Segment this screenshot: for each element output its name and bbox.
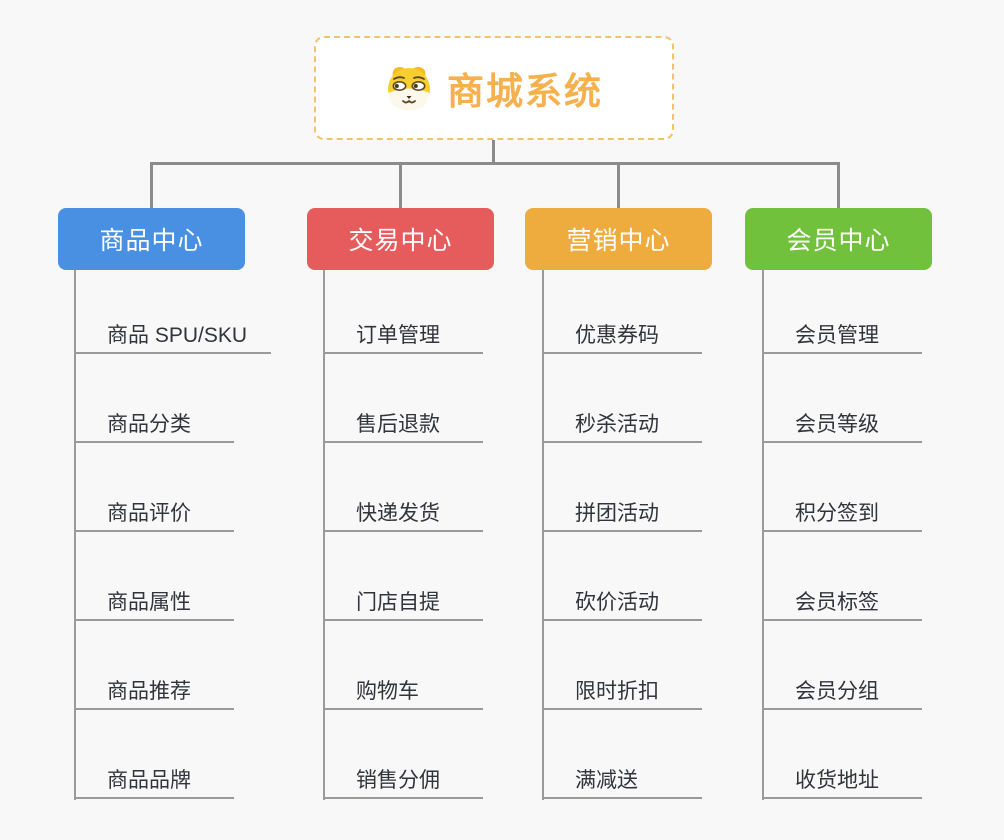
- leaf-column-member-center: 会员管理 会员等级 积分签到 会员标签 会员分组 收货地址: [762, 270, 922, 799]
- leaf-node[interactable]: 商品品牌: [74, 710, 234, 799]
- leaf-node[interactable]: 会员等级: [762, 354, 922, 443]
- leaf-node[interactable]: 门店自提: [323, 532, 483, 621]
- leaf-node[interactable]: 商品 SPU/SKU: [74, 270, 272, 354]
- spine-product-center: [74, 270, 76, 800]
- connector-drop-trade: [399, 162, 402, 209]
- leaf-node[interactable]: 秒杀活动: [542, 354, 702, 443]
- shiba-dog-icon: [388, 66, 430, 110]
- leaf-node[interactable]: 购物车: [323, 621, 483, 710]
- connector-drop-marketing: [617, 162, 620, 209]
- leaf-node[interactable]: 商品分类: [74, 354, 234, 443]
- connector-drop-product: [150, 162, 153, 209]
- root-node-mall-system[interactable]: 商城系统: [314, 36, 674, 140]
- leaf-node[interactable]: 会员标签: [762, 532, 922, 621]
- connector-horizontal-bar: [150, 162, 839, 165]
- leaf-node[interactable]: 快递发货: [323, 443, 483, 532]
- branch-label: 会员中心: [786, 227, 891, 255]
- connector-drop-member: [837, 162, 840, 209]
- leaf-column-product-center: 商品 SPU/SKU 商品分类 商品评价 商品属性 商品推荐 商品品牌: [74, 270, 272, 799]
- leaf-node[interactable]: 优惠券码: [542, 270, 702, 354]
- leaf-node[interactable]: 会员管理: [762, 270, 922, 354]
- leaf-node[interactable]: 商品评价: [74, 443, 234, 532]
- leaf-node[interactable]: 订单管理: [323, 270, 483, 354]
- leaf-node[interactable]: 会员分组: [762, 621, 922, 710]
- spine-trade-center: [323, 270, 325, 800]
- branch-node-member-center[interactable]: 会员中心: [745, 208, 932, 270]
- spine-member-center: [762, 270, 764, 800]
- leaf-column-marketing-center: 优惠券码 秒杀活动 拼团活动 砍价活动 限时折扣 满减送: [542, 270, 702, 799]
- leaf-node[interactable]: 拼团活动: [542, 443, 702, 532]
- leaf-node[interactable]: 商品属性: [74, 532, 234, 621]
- leaf-node[interactable]: 收货地址: [762, 710, 922, 799]
- branch-node-trade-center[interactable]: 交易中心: [307, 208, 494, 270]
- branch-label: 营销中心: [566, 227, 671, 255]
- leaf-node[interactable]: 售后退款: [323, 354, 483, 443]
- branch-label: 商品中心: [99, 227, 204, 255]
- leaf-node[interactable]: 销售分佣: [323, 710, 483, 799]
- leaf-node[interactable]: 砍价活动: [542, 532, 702, 621]
- branch-label: 交易中心: [348, 227, 453, 255]
- leaf-node[interactable]: 积分签到: [762, 443, 922, 532]
- spine-marketing-center: [542, 270, 544, 800]
- leaf-node[interactable]: 满减送: [542, 710, 702, 799]
- branch-node-marketing-center[interactable]: 营销中心: [525, 208, 712, 270]
- leaf-node[interactable]: 限时折扣: [542, 621, 702, 710]
- leaf-node[interactable]: 商品推荐: [74, 621, 234, 710]
- connector-root-stem: [492, 140, 495, 164]
- branch-node-product-center[interactable]: 商品中心: [58, 208, 245, 270]
- root-title: 商城系统: [447, 71, 603, 112]
- leaf-column-trade-center: 订单管理 售后退款 快递发货 门店自提 购物车 销售分佣: [323, 270, 483, 799]
